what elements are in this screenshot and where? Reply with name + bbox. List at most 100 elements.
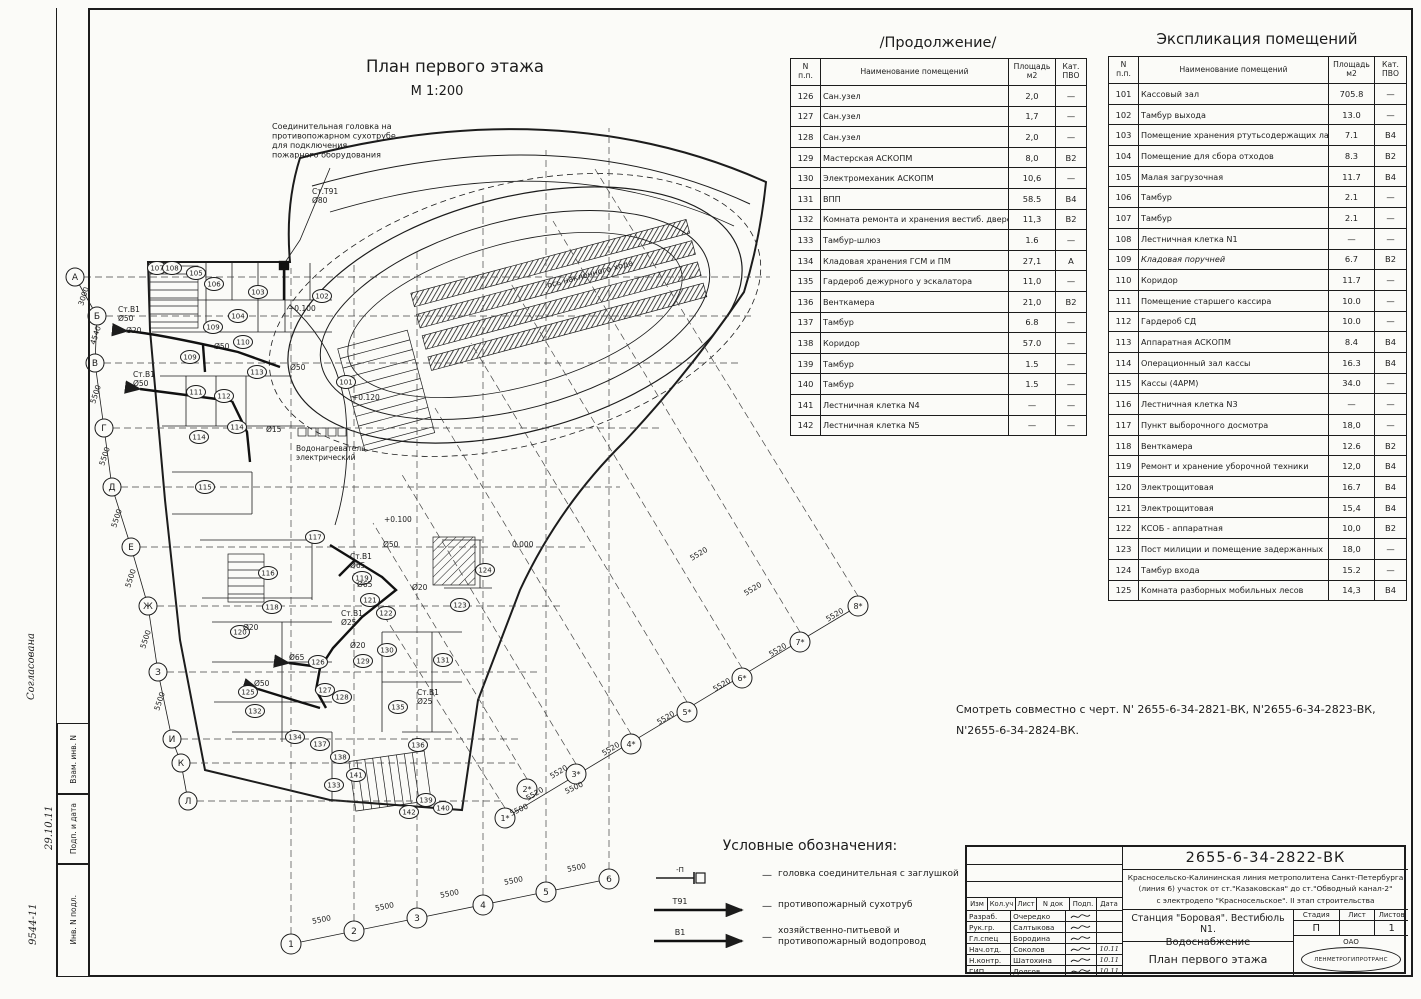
signature-date: 10.11 — [1099, 956, 1119, 964]
axis-number-bubble-label: 2* — [522, 785, 531, 794]
table-cell: 16.3 — [1328, 351, 1375, 374]
axis-number-bubble — [789, 631, 811, 653]
dimension-label: 5500 — [374, 900, 395, 913]
axis-number-bubble — [676, 701, 698, 723]
table-cell: 13.0 — [1328, 103, 1375, 126]
table-cell: 7.1 — [1328, 124, 1375, 147]
axis-number-bubble — [406, 907, 428, 929]
table-cell: 105 — [1108, 165, 1139, 188]
table-cell: Мастерская АСКОПМ — [820, 146, 1009, 169]
table-cell: — — [1055, 352, 1087, 375]
signature-date — [1097, 922, 1122, 932]
room-number-bubble-label: 117 — [308, 534, 321, 542]
axis-letter-bubble-label: Д — [108, 483, 115, 493]
room-number-bubble — [285, 730, 305, 744]
room-number-bubble-label: 107 — [150, 265, 163, 273]
note-line: Смотреть совместно с черт. N' 2655-6-34-… — [956, 703, 1376, 716]
table-cell: — — [1374, 538, 1407, 560]
table-cell: 102 — [1108, 103, 1139, 126]
table-cell: 1.6 — [1008, 229, 1056, 251]
room-number-bubble — [233, 335, 253, 349]
signature-date: 10.11 — [1099, 945, 1119, 953]
table-cell: 111 — [1108, 289, 1139, 312]
room-number-bubble — [214, 389, 234, 403]
table-cell: 12,0 — [1328, 455, 1375, 478]
table-cell: В4 — [1374, 351, 1407, 374]
room-number-bubble-label: 136 — [411, 742, 425, 750]
room-number-bubble — [195, 480, 215, 494]
table-cell: 21,0 — [1008, 290, 1056, 313]
table-cell: Сан.узел — [820, 126, 1009, 148]
table-cell: 113 — [1108, 331, 1139, 353]
axis-letter-bubble-label: Л — [185, 797, 192, 807]
axis-letter-bubble — [138, 596, 158, 616]
continuation-table-title: /Продолжение/ — [879, 35, 997, 51]
grid-lines — [84, 128, 859, 934]
room-number-bubble-label: 110 — [236, 339, 249, 347]
table-cell: 2,0 — [1008, 85, 1056, 107]
station-name: Станция "Боровая". Вестибюль N1. — [1131, 913, 1285, 935]
table-cell: В4 — [1374, 124, 1407, 147]
table-cell: 57.0 — [1008, 332, 1056, 354]
table-cell: 18,0 — [1328, 538, 1375, 560]
room-number-bubble-label: 126 — [311, 659, 325, 667]
legend-label: противопожарный сухотруб — [778, 900, 913, 911]
legend: Условные обозначения: -П—головка соедини… — [650, 838, 970, 958]
axis-number-bubble — [516, 778, 538, 800]
table-cell: 125 — [1108, 579, 1139, 602]
room-number-bubble — [408, 738, 428, 752]
stamp-cell: Взам. инв. N — [57, 723, 90, 795]
col-header: Кат.ПВО — [1055, 58, 1087, 86]
room-number-bubble-label: 123 — [453, 602, 466, 610]
room-number-bubble — [247, 365, 267, 379]
signature-date — [1097, 911, 1122, 921]
connection-head-symbol — [278, 260, 290, 271]
company-type: ОАО — [1343, 938, 1359, 946]
pipe-annotation: электрический — [296, 453, 356, 462]
pipe-symbol: В1 — [654, 928, 744, 949]
pipe-annotation: Ø80 — [312, 196, 328, 205]
room-number-bubble — [238, 685, 258, 699]
room-number-bubble-label: 104 — [231, 313, 245, 321]
table-cell: 58.5 — [1008, 187, 1056, 210]
table-cell: Комната ремонта и хранения вестиб. двере… — [820, 208, 1009, 231]
callout-line: Соединительная головка на — [272, 122, 392, 131]
table-cell: Коридор — [1138, 269, 1329, 291]
table-cell: В2 — [1374, 248, 1407, 271]
room-number-bubble — [308, 655, 328, 669]
stage-header: Стадия Лист Листов — [1294, 910, 1408, 921]
room-number-bubble-label: 141 — [349, 772, 362, 780]
room-number-bubble-label: 125 — [241, 689, 254, 697]
axis-number-bubble-label: 6 — [606, 875, 612, 885]
table-cell: 142 — [790, 414, 821, 437]
table-cell: 15,4 — [1328, 496, 1375, 519]
room-number-bubble — [310, 737, 330, 751]
table-cell: — — [1055, 270, 1087, 292]
table-cell: Операционный зал кассы — [1138, 351, 1329, 374]
room-number-bubble — [186, 266, 206, 280]
role-label: Рук.гр. — [967, 922, 1012, 932]
table-cell: 126 — [790, 85, 821, 107]
room-number-bubble-label: 130 — [380, 647, 393, 655]
axis-number-bubble-label: 5 — [543, 888, 549, 898]
table-cell: В4 — [1374, 496, 1407, 519]
stage-value: П — [1294, 921, 1340, 935]
pipe-annotation: Ø50 — [290, 363, 306, 372]
table-cell: 137 — [790, 311, 821, 334]
table-cell: — — [1055, 126, 1087, 148]
axis-number-bubble-label: 1 — [288, 940, 294, 950]
pipe-annotation: Ø50 — [383, 540, 399, 549]
system-name: Водоснабжение — [1165, 937, 1251, 948]
pipe-annotation: Ø20 — [412, 583, 428, 592]
table-cell: 10,0 — [1328, 517, 1375, 540]
